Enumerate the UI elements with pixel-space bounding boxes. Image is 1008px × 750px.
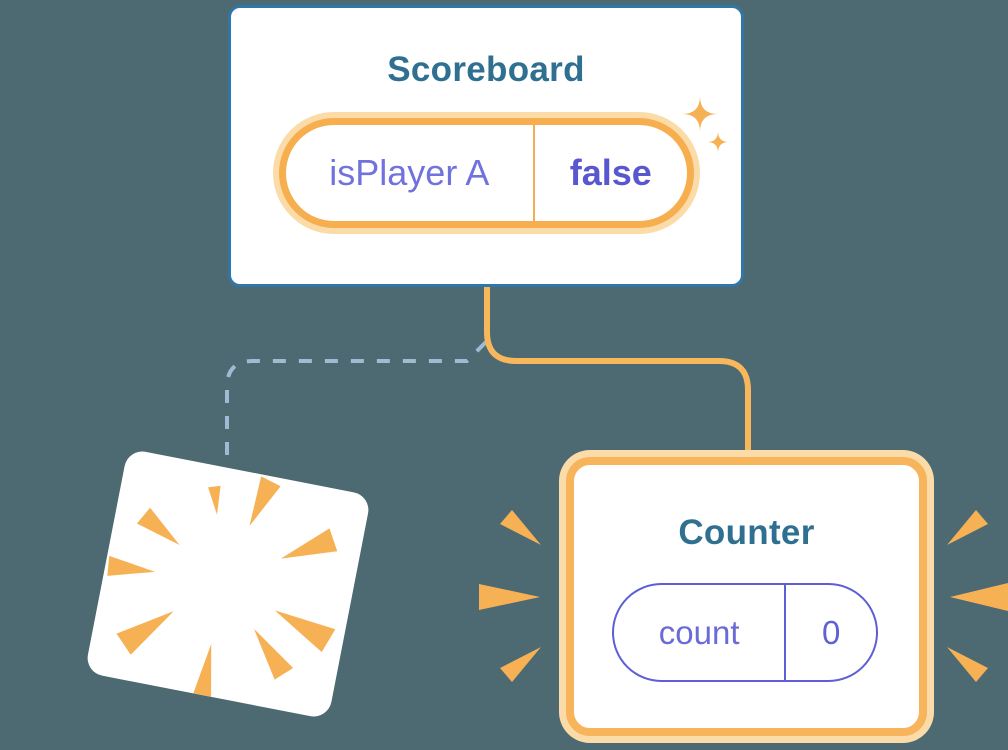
state-value: 0	[821, 613, 841, 651]
destroyed-component-card	[84, 448, 372, 720]
counter-state-pill: count 0	[612, 583, 878, 682]
state-label: count	[658, 613, 740, 651]
pill-divider	[784, 585, 787, 680]
state-value: false	[569, 152, 652, 193]
sparkle-icon	[682, 96, 729, 153]
scoreboard-state-pill: isPlayer A false	[279, 118, 694, 228]
state-label: isPlayer A	[329, 152, 490, 193]
explosion-burst-icon	[107, 476, 338, 709]
scoreboard-title: Scoreboard	[387, 50, 585, 89]
pill-divider	[532, 125, 535, 221]
counter-title: Counter	[678, 513, 815, 552]
counter-card: Counter count 0	[566, 457, 927, 736]
